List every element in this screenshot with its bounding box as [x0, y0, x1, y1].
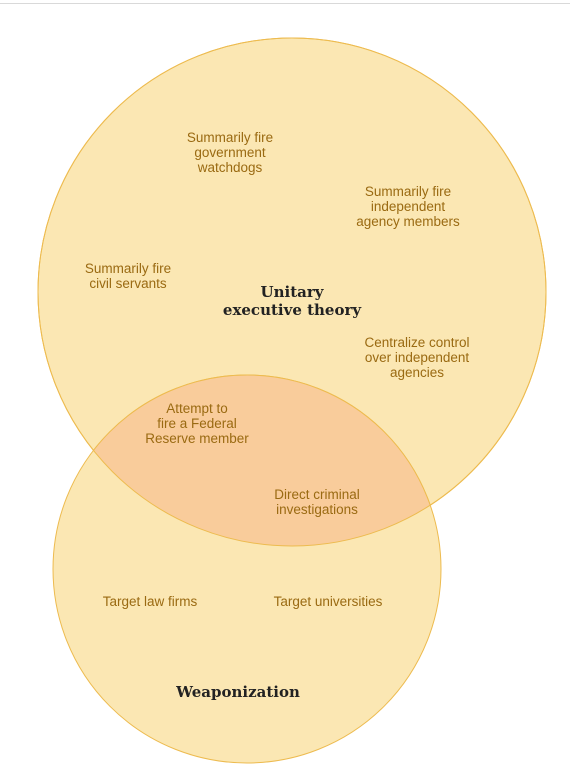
unitary-executive-title: Unitary executive theory — [222, 283, 362, 319]
label-centralize-control: Centralize control over independent agen… — [364, 335, 470, 380]
unitary-executive-outline — [37, 37, 547, 547]
top-divider — [0, 3, 570, 4]
label-fire-civil-servants: Summarily fire civil servants — [84, 261, 172, 291]
label-target-law-firms: Target law firms — [102, 594, 198, 609]
label-fire-watchdogs: Summarily fire government watchdogs — [186, 130, 274, 175]
label-direct-criminal-investigations: Direct criminal investigations — [274, 487, 360, 517]
label-fire-independent-agency-members: Summarily fire independent agency member… — [356, 184, 460, 229]
overlap-region — [52, 374, 442, 546]
label-target-universities: Target universities — [273, 594, 383, 609]
label-fire-federal-reserve-member: Attempt to fire a Federal Reserve member — [145, 401, 249, 446]
weaponization-title: Weaponization — [176, 683, 300, 701]
